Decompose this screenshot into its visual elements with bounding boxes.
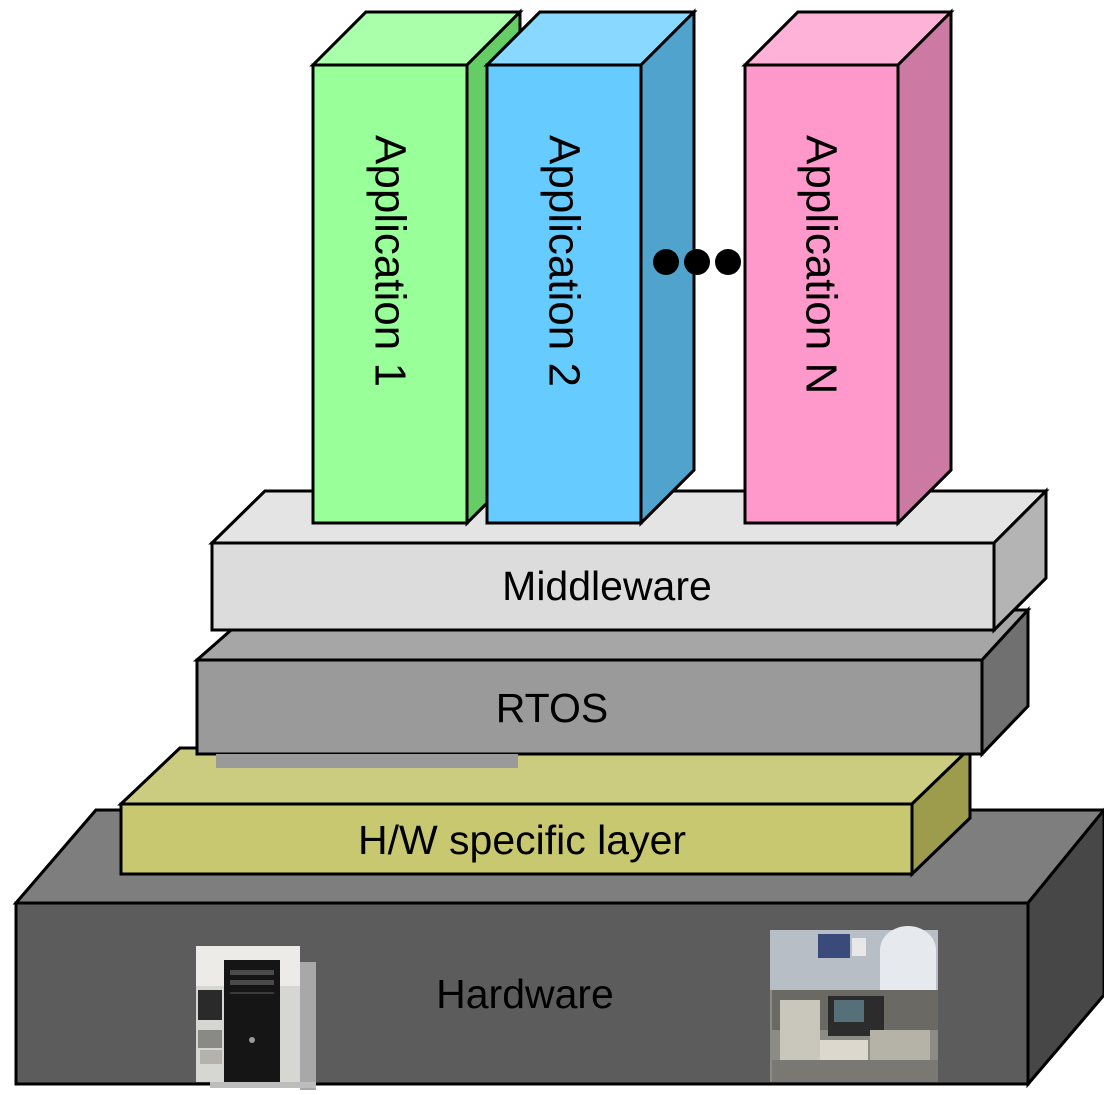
overlap-bar (216, 754, 518, 768)
middleware-layer: Middleware (208, 487, 1050, 634)
application-2-block: Application 2 (483, 8, 698, 527)
application-n-block: Application N (741, 8, 955, 527)
middleware-label: Middleware (502, 563, 712, 609)
hw-specific-label: H/W specific layer (358, 817, 686, 863)
pc-tower-photo (196, 946, 316, 1090)
application-1-label: Application 1 (366, 135, 415, 387)
ellipsis-icon (653, 249, 741, 275)
application-n-label: Application N (797, 135, 846, 394)
hardware-label: Hardware (436, 971, 614, 1017)
rtos-label: RTOS (496, 685, 608, 731)
rtos-layer: RTOS (193, 606, 1032, 758)
application-2-label: Application 2 (540, 135, 589, 387)
flight-simulator-cockpit-photo (770, 926, 938, 1082)
